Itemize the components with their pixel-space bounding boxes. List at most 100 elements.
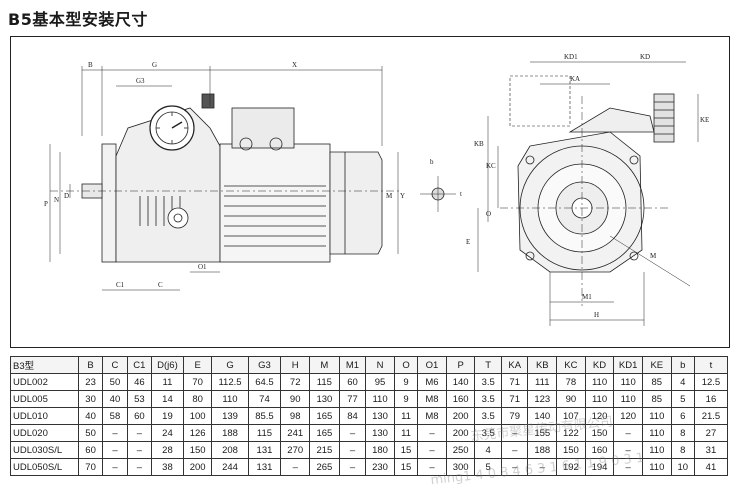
table-header-cell: G — [211, 356, 249, 374]
dimension-cell: 8 — [670, 441, 695, 459]
dimension-cell: 9 — [393, 373, 419, 391]
dimension-cell: 3.5 — [474, 390, 502, 408]
table-header-cell: M1 — [338, 356, 367, 374]
reducer-body — [115, 107, 221, 263]
dim-label-o1: O1 — [198, 263, 207, 271]
dimension-cell: 72 — [280, 373, 311, 391]
dim-label-c: C — [158, 281, 163, 289]
dimension-cell: – — [613, 424, 643, 442]
dim-label-ka: KA — [570, 75, 580, 83]
dimension-cell: – — [102, 424, 128, 442]
page-title: B5基本型安装尺寸 — [8, 10, 148, 29]
dimension-cell: 250 — [445, 441, 476, 459]
dimension-cell: 64.5 — [247, 373, 282, 391]
model-cell: UDL030S/L — [10, 441, 79, 459]
dim-label-kd: KD — [640, 53, 650, 61]
dimension-cell: 15 — [393, 441, 419, 459]
table-header-cell: D(j6) — [151, 356, 184, 374]
dimension-cell: 3.5 — [474, 373, 502, 391]
dimension-cell: 98 — [280, 407, 311, 425]
dimension-cell: 110 — [641, 441, 672, 459]
dimension-cell: 60 — [338, 373, 367, 391]
table-header-cell: B — [77, 356, 104, 374]
dimension-cell: 188 — [211, 424, 249, 442]
dimension-cell: 40 — [77, 407, 104, 425]
dimension-cell: 200 — [445, 407, 476, 425]
dimension-cell: 3.5 — [474, 407, 502, 425]
dimension-cell: 70 — [182, 373, 213, 391]
dimension-cell: – — [417, 458, 447, 476]
dimension-cell: 139 — [211, 407, 249, 425]
dimension-cell: M6 — [417, 373, 447, 391]
table-header-cell: KA — [500, 356, 529, 374]
dim-label-m1: M1 — [582, 293, 592, 301]
dimension-cell: 8 — [670, 424, 695, 442]
table-header-cell: KD — [584, 356, 615, 374]
dimension-cell: 50 — [77, 424, 104, 442]
table-header-cell: E — [182, 356, 213, 374]
dimension-cell: 5 — [670, 390, 695, 408]
dimension-cell: – — [417, 424, 447, 442]
dimension-cell: 21.5 — [693, 407, 729, 425]
table-header-cell: KC — [556, 356, 586, 374]
flange-plate — [101, 143, 117, 263]
table-header-cell: O — [393, 356, 419, 374]
table-header-cell: N — [365, 356, 395, 374]
dimension-cell: – — [500, 458, 529, 476]
dimension-cell: – — [500, 441, 529, 459]
dimension-cell: 60 — [77, 441, 104, 459]
dimension-cell: 110 — [211, 390, 249, 408]
dimension-cell: 85 — [641, 373, 672, 391]
dimension-cell: – — [126, 458, 153, 476]
dimension-cell: 4 — [474, 441, 502, 459]
dim-label-e: E — [466, 238, 470, 246]
dimension-cell: 70 — [77, 458, 104, 476]
table-header-cell: M — [309, 356, 340, 374]
model-cell: UDL020 — [10, 424, 79, 442]
dimension-cell: 27 — [693, 424, 729, 442]
dimension-cell: 6 — [670, 407, 695, 425]
dimension-cell: 241 — [280, 424, 311, 442]
dimension-cell: 77 — [338, 390, 367, 408]
dimension-cell: 90 — [556, 390, 586, 408]
dimension-cell: 120 — [613, 407, 643, 425]
table-header-cell: O1 — [417, 356, 447, 374]
dimension-cell: 85.5 — [247, 407, 282, 425]
dimension-cell: 150 — [182, 441, 213, 459]
dimension-cell: M8 — [417, 407, 447, 425]
dimension-cell: 60 — [126, 407, 153, 425]
dimension-cell: 50 — [102, 373, 128, 391]
dimension-cell: 110 — [613, 373, 643, 391]
dimension-cell: 74 — [247, 390, 282, 408]
dimension-cell: 155 — [527, 424, 558, 442]
dimension-cell: 16 — [693, 390, 729, 408]
model-cell: UDL050S/L — [10, 458, 79, 476]
dimension-cell: 194 — [584, 458, 615, 476]
dimension-cell: – — [527, 458, 558, 476]
table-header-cell: b — [670, 356, 695, 374]
motor-body — [219, 143, 331, 263]
dimension-cell: 30 — [77, 390, 104, 408]
dim-label-ke: KE — [700, 116, 709, 124]
dimension-cell: 110 — [641, 458, 672, 476]
dimension-cell: 11 — [393, 424, 419, 442]
dimension-cell: 110 — [613, 390, 643, 408]
dimension-cell: – — [338, 424, 367, 442]
dimension-cell: 90 — [280, 390, 311, 408]
dimension-cell: 150 — [556, 441, 586, 459]
dim-label-kb: KB — [474, 140, 484, 148]
dimension-cell: 122 — [556, 424, 586, 442]
dimension-cell: 265 — [309, 458, 340, 476]
dimension-cell: 200 — [182, 458, 213, 476]
dim-label-p: P — [44, 200, 48, 208]
dimension-cell: 130 — [309, 390, 340, 408]
dimension-cell: – — [613, 458, 643, 476]
dimension-cell: 10 — [670, 458, 695, 476]
clearance-outline — [509, 75, 571, 127]
dimension-cell: – — [126, 441, 153, 459]
dimension-cell: 115 — [309, 373, 340, 391]
dimension-cell: 131 — [247, 458, 282, 476]
